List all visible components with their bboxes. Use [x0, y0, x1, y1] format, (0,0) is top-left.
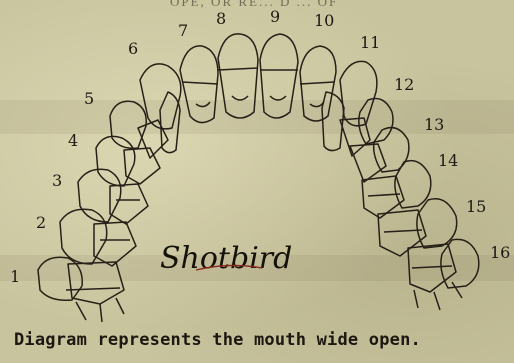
diagram-caption: Diagram represents the mouth wide open.	[14, 330, 504, 350]
tooth-9	[260, 34, 298, 118]
tooth-number-7: 7	[178, 21, 188, 40]
tooth-number-14: 14	[438, 151, 458, 170]
tooth-number-16: 16	[490, 243, 510, 262]
tooth-12	[340, 99, 393, 157]
tooth-number-11: 11	[360, 33, 380, 52]
tooth-number-2: 2	[36, 213, 46, 232]
tooth-13	[350, 128, 409, 182]
handwritten-signature: Shotbird	[160, 241, 292, 276]
tooth-number-6: 6	[128, 39, 138, 58]
tooth-number-9: 9	[270, 7, 280, 26]
tooth-10	[300, 46, 336, 121]
tooth-7	[180, 46, 218, 123]
tooth-number-10: 10	[314, 11, 334, 30]
tooth-number-4: 4	[68, 131, 78, 150]
tooth-8	[218, 34, 258, 118]
tooth-6	[140, 64, 181, 153]
tooth-number-1: 1	[10, 267, 20, 286]
tooth-number-3: 3	[52, 171, 62, 190]
tooth-number-13: 13	[424, 115, 444, 134]
tooth-2	[60, 209, 136, 266]
tooth-number-8: 8	[216, 9, 226, 28]
tooth-number-15: 15	[466, 197, 486, 216]
tooth-3	[78, 169, 148, 224]
tooth-number-5: 5	[84, 89, 94, 108]
tooth-number-12: 12	[394, 75, 414, 94]
tooth-4	[96, 136, 160, 186]
tooth-1	[38, 257, 124, 322]
tooth-16	[408, 239, 479, 310]
